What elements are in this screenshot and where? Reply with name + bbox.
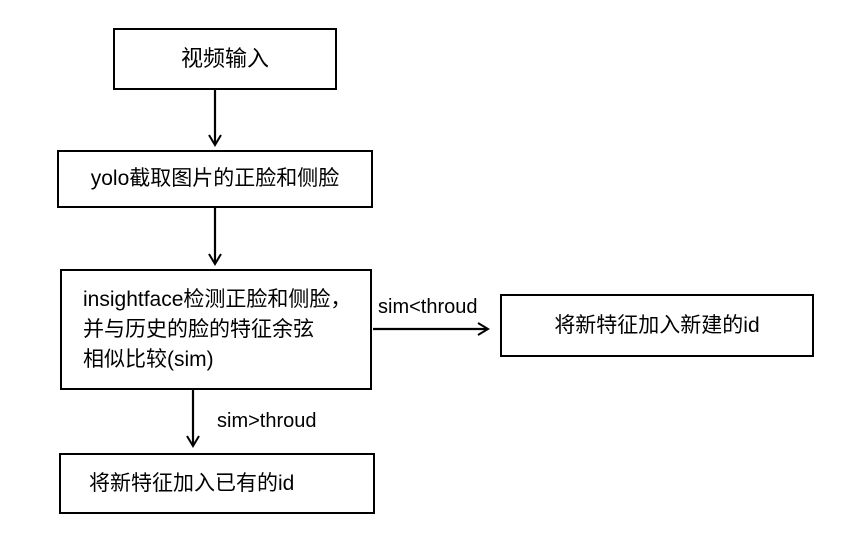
node-add-to-new-id-label: 将新特征加入新建的id [554,313,760,337]
node-yolo-crop: yolo截取图片的正脸和侧脸 [57,150,373,208]
node-insightface-line1: insightface检测正脸和侧脸， [83,287,352,311]
edge-label-sim-greater-than-throud: sim>throud [217,410,317,432]
node-add-to-existing-id: 将新特征加入已有的id [59,453,375,514]
node-video-input: 视频输入 [113,28,337,90]
node-add-to-new-id: 将新特征加入新建的id [500,294,814,357]
node-insightface-line3: 相似比较(sim) [83,347,214,371]
node-insightface-line2: 并与历史的脸的特征余弦 [83,317,314,341]
node-video-input-label: 视频输入 [180,46,269,71]
node-add-to-existing-id-label: 将新特征加入已有的id [89,471,295,495]
edge-label-sim-less-than-throud: sim<throud [378,296,478,318]
node-insightface-compare: insightface检测正脸和侧脸， 并与历史的脸的特征余弦 相似比较(sim… [60,269,372,390]
node-yolo-crop-label: yolo截取图片的正脸和侧脸 [90,167,340,190]
